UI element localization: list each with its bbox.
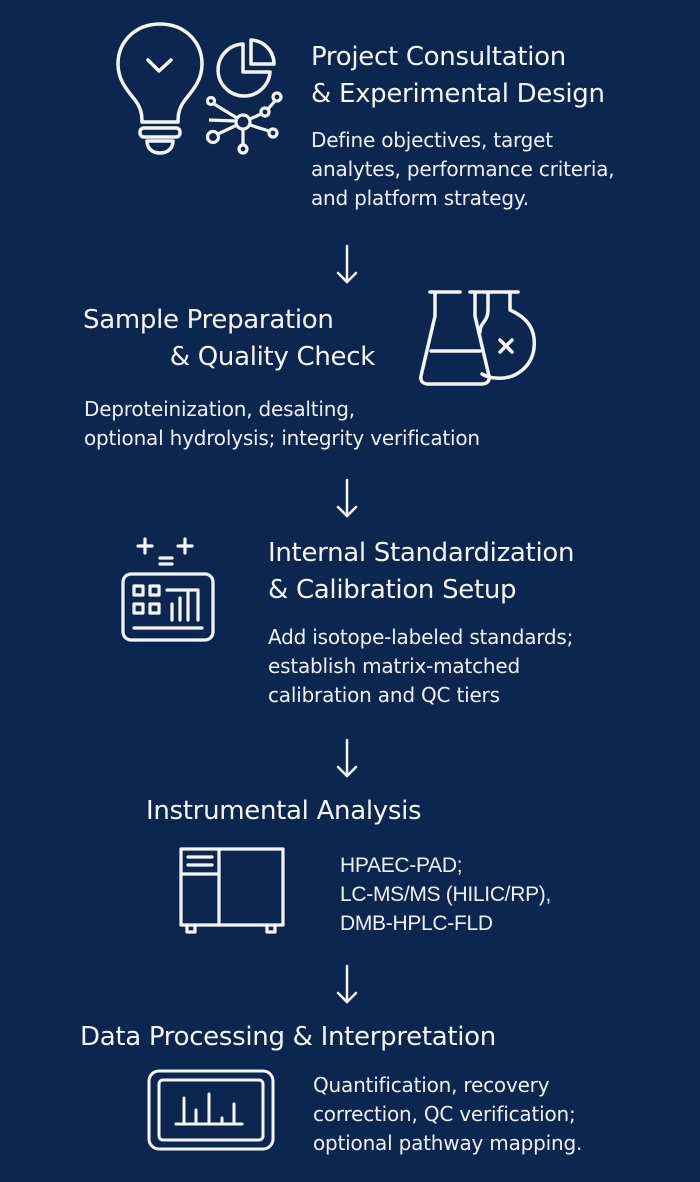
down-arrow-icon [336,244,358,284]
instrument-cabinet-icon [179,847,285,934]
step-description: Define objectives, target [311,128,553,152]
step-title: Instrumental Analysis [146,796,422,826]
network-nodes-icon [205,91,283,155]
step-description: establish matrix-matched [268,654,520,678]
step-title: Sample Preparation [83,305,334,335]
calculator-panel-icon [121,537,215,642]
step-title: & Experimental Design [311,79,605,109]
down-arrow-icon [336,738,358,778]
step-description: optional pathway mapping. [313,1131,583,1155]
step-description: calibration and QC tiers [268,683,500,707]
step-description: Add isotope-labeled standards; [268,625,574,649]
step-description: and platform strategy. [311,186,529,210]
step-title: Project Consultation [311,42,566,72]
down-arrow-icon [336,964,358,1004]
step-description: HPAEC-PAD; [340,854,463,877]
step-title: Internal Standardization [268,538,575,568]
step-title: & Quality Check [169,342,376,372]
step-description: Quantification, recovery [313,1073,550,1097]
lightbulb-check-icon [116,22,204,155]
step-description: analytes, performance criteria, [311,157,615,181]
pie-chart-icon [216,38,276,98]
down-arrow-icon [336,478,358,518]
step-description: correction, QC verification; [313,1102,576,1126]
step-description: DMB-HPLC-FLD [340,912,493,935]
step-title: Data Processing & Interpretation [80,1022,496,1052]
monitor-spectrum-icon [147,1069,275,1151]
step-description: LC-MS/MS (HILIC/RP), [340,883,552,906]
step-description: Deproteinization, desalting, [84,397,355,421]
step-description: optional hydrolysis; integrity verificat… [84,426,480,450]
round-flask-x-icon [478,290,537,380]
step-title: & Calibration Setup [268,575,517,605]
